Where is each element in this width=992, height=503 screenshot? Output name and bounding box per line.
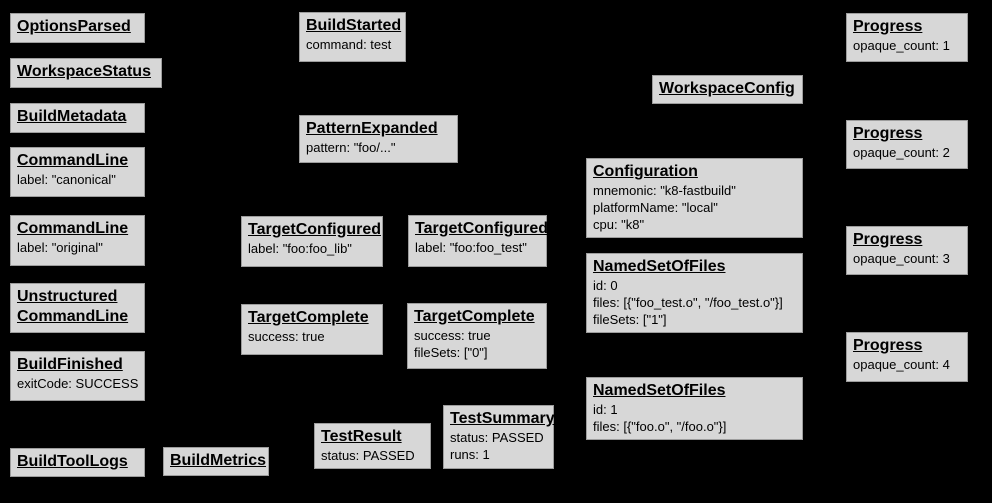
event-node-title: BuildStarted	[306, 17, 402, 34]
event-node-progress-22: Progress opaque_count: 2	[846, 120, 968, 169]
event-node-title: TargetComplete	[248, 309, 369, 326]
event-node-title: Progress	[853, 18, 923, 35]
event-node-optionsparsed-0: OptionsParsed	[10, 13, 145, 43]
event-node-detail: status: PASSED	[321, 448, 415, 463]
event-node-title: Progress	[853, 337, 923, 354]
event-node-buildstarted-9: BuildStarted command: test	[299, 12, 406, 62]
event-node-detail: opaque_count: 4	[853, 357, 950, 372]
event-node-title: NamedSetOfFiles	[593, 382, 726, 399]
event-node-title: BuildMetadata	[17, 108, 127, 125]
event-node-targetconfigured-11: TargetConfigured label: "foo:foo_lib"	[241, 216, 383, 267]
event-node-testresult-15: TestResult status: PASSED	[314, 423, 431, 469]
event-node-detail: id: 1	[593, 402, 618, 417]
event-node-detail: label: "foo:foo_test"	[415, 240, 527, 255]
event-node-detail: mnemonic: "k8-fastbuild"	[593, 183, 736, 198]
event-node-title: PatternExpanded	[306, 120, 438, 137]
event-node-detail: platformName: "local"	[593, 200, 718, 215]
event-node-workspacestatus-1: WorkspaceStatus	[10, 58, 162, 88]
event-node-detail: pattern: "foo/..."	[306, 140, 396, 155]
event-node-title: BuildToolLogs	[17, 453, 128, 470]
event-node-commandline-3: CommandLine label: "canonical"	[10, 147, 145, 197]
event-node-title: TestSummary	[450, 410, 555, 427]
event-node-namedsetoffiles-20: NamedSetOfFiles id: 1 files: [{"foo.o", "/…	[586, 377, 803, 440]
event-node-title: TestResult	[321, 428, 402, 445]
event-node-title: TargetComplete	[414, 308, 535, 325]
event-node-progress-21: Progress opaque_count: 1	[846, 13, 968, 62]
event-node-title: OptionsParsed	[17, 18, 131, 35]
event-node-title: Progress	[853, 231, 923, 248]
event-node-detail: runs: 1	[450, 447, 490, 462]
event-node-title: BuildFinished	[17, 356, 123, 373]
event-node-detail: success: true	[248, 329, 325, 344]
event-node-targetcomplete-14: TargetComplete success: true fileSets: ["0…	[407, 303, 547, 369]
event-node-configuration-18: Configuration mnemonic: "k8-fastbuild" pla…	[586, 158, 803, 238]
event-node-title: TargetConfigured	[415, 220, 549, 237]
event-node-targetcomplete-13: TargetComplete success: true	[241, 304, 383, 355]
event-node-title: WorkspaceConfig	[659, 80, 795, 97]
event-node-buildfinished-6: BuildFinished exitCode: SUCCESS	[10, 351, 145, 401]
event-node-progress-24: Progress opaque_count: 4	[846, 332, 968, 382]
event-node-detail: status: PASSED	[450, 430, 544, 445]
event-node-detail: id: 0	[593, 278, 618, 293]
event-node-progress-23: Progress opaque_count: 3	[846, 226, 968, 275]
event-node-detail: opaque_count: 1	[853, 38, 950, 53]
event-node-title: TargetConfigured	[248, 221, 382, 238]
event-node-patternexpanded-10: PatternExpanded pattern: "foo/..."	[299, 115, 458, 163]
event-node-detail: success: true	[414, 328, 491, 343]
event-node-detail: label: "canonical"	[17, 172, 116, 187]
event-node-detail: files: [{"foo_test.o", "/foo_test.o"}]	[593, 295, 783, 310]
event-node-detail: exitCode: SUCCESS	[17, 376, 139, 391]
event-node-detail: command: test	[306, 37, 392, 52]
event-node-detail: cpu: "k8"	[593, 217, 645, 232]
event-node-title: WorkspaceStatus	[17, 63, 151, 80]
event-node-detail: opaque_count: 3	[853, 251, 950, 266]
event-node-title: CommandLine	[17, 220, 129, 237]
event-node-detail: label: "foo:foo_lib"	[248, 241, 352, 256]
event-node-detail: fileSets: ["0"]	[414, 345, 488, 360]
event-node-commandline-4: CommandLine label: "original"	[10, 215, 145, 266]
event-node-detail: label: "original"	[17, 240, 103, 255]
event-node-testsummary-16: TestSummary status: PASSED runs: 1	[443, 405, 555, 469]
event-node-buildtoollogs-7: BuildToolLogs	[10, 448, 145, 477]
event-node-title: CommandLine	[17, 152, 129, 169]
event-node-title: BuildMetrics	[170, 452, 267, 469]
event-node-detail: opaque_count: 2	[853, 145, 950, 160]
event-node-title: Progress	[853, 125, 923, 142]
event-node-namedsetoffiles-19: NamedSetOfFiles id: 0 files: [{"foo_test.o…	[586, 253, 803, 333]
event-node-detail: fileSets: ["1"]	[593, 312, 667, 327]
event-node-detail: files: [{"foo.o", "/foo.o"}]	[593, 419, 727, 434]
event-node-title: NamedSetOfFiles	[593, 258, 726, 275]
event-node-workspaceconfig-17: WorkspaceConfig	[652, 75, 803, 104]
event-node-title: Configuration	[593, 163, 698, 180]
event-node-buildmetadata-2: BuildMetadata	[10, 103, 145, 133]
event-node-targetconfigured-12: TargetConfigured label: "foo:foo_test"	[408, 215, 549, 267]
event-node-buildmetrics-8: BuildMetrics	[163, 447, 269, 476]
